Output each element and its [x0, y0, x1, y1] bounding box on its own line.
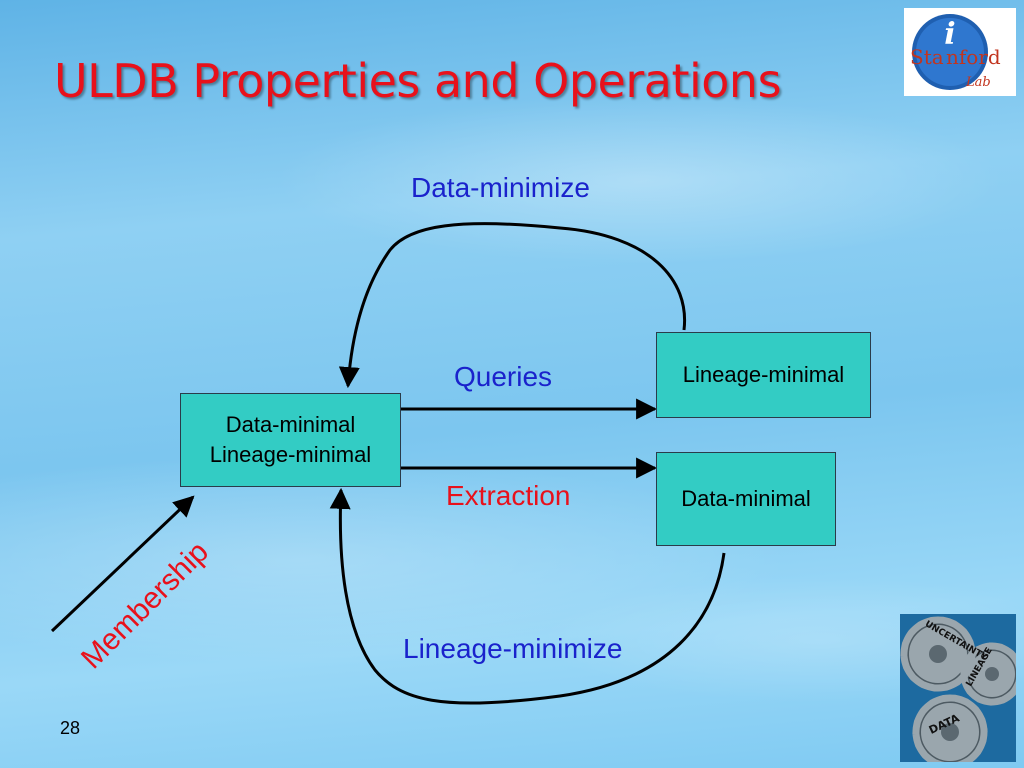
page-number: 28: [60, 718, 81, 738]
lineage-minimize-label: Lineage-minimize: [403, 633, 623, 664]
data-minimize-label: Data-minimize: [411, 172, 590, 203]
gears-image: UNCERTAINTY LINEAGE DATA: [900, 614, 1016, 762]
logo-text-lab: Lab: [965, 75, 991, 90]
queries-target-box: Lineage-minimal: [656, 332, 871, 418]
membership-arrow: [50, 495, 195, 633]
queries-target-line1: Lineage-minimal: [682, 362, 845, 387]
slide-title: ULDB Properties and Operations: [54, 54, 782, 108]
extraction-target-box: Data-minimal: [656, 452, 836, 546]
stanford-infolab-logo: i Sta nford Lab: [904, 8, 1016, 96]
logo-text-nford: nford: [946, 45, 1001, 69]
queries-label: Queries: [454, 361, 553, 392]
source-box: Data-minimal Lineage-minimal: [180, 393, 401, 487]
logo-text-sta: Sta: [910, 45, 944, 69]
extraction-label: Extraction: [446, 480, 571, 511]
source-box-line2: Lineage-minimal: [209, 442, 372, 467]
lineage-minimize-arrow: [329, 487, 726, 705]
extraction-target-line1: Data-minimal: [681, 486, 811, 511]
data-minimize-arrow: [338, 222, 687, 389]
source-box-line1: Data-minimal: [225, 412, 356, 437]
logo-i-letter: i: [944, 17, 955, 52]
